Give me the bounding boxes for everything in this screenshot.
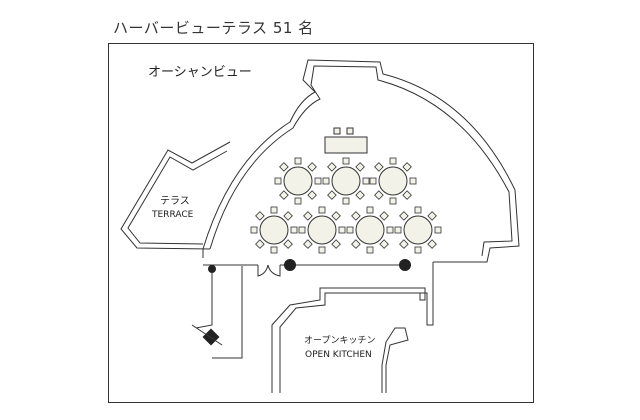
- chair: [327, 190, 337, 200]
- chair: [402, 162, 412, 172]
- chair: [342, 157, 350, 165]
- table-top: [307, 215, 337, 245]
- kitchen-inner-wall: [381, 327, 409, 393]
- chair: [338, 226, 346, 234]
- chair: [346, 226, 354, 234]
- chair: [294, 157, 302, 165]
- chair: [414, 246, 422, 254]
- plan-frame: [108, 43, 534, 403]
- chair: [342, 197, 350, 205]
- chair: [283, 239, 293, 249]
- chair: [270, 206, 278, 214]
- column: [202, 328, 220, 346]
- table-top: [403, 215, 433, 245]
- page-title: ハーバービューテラス 51 名: [113, 19, 314, 37]
- chair: [351, 239, 361, 249]
- chair: [298, 226, 306, 234]
- diagonal-wall: [191, 324, 223, 346]
- chair: [427, 211, 437, 221]
- chair: [322, 177, 330, 185]
- chair: [333, 127, 341, 135]
- chair: [414, 206, 422, 214]
- chair: [314, 177, 322, 185]
- table-top: [355, 215, 385, 245]
- inner-wall: [209, 65, 513, 257]
- chair: [279, 162, 289, 172]
- chair: [362, 177, 370, 185]
- chair: [331, 211, 341, 221]
- round-table: [322, 157, 370, 205]
- chair: [374, 162, 384, 172]
- chair: [409, 177, 417, 185]
- terrace-en-label: TERRACE: [151, 210, 194, 220]
- kitchen-outer-wall: [271, 287, 426, 393]
- chair: [270, 246, 278, 254]
- chair: [394, 226, 402, 234]
- round-table: [346, 206, 394, 254]
- chair: [379, 211, 389, 221]
- chair: [318, 206, 326, 214]
- chair: [327, 162, 337, 172]
- chair: [369, 177, 377, 185]
- chair: [255, 239, 265, 249]
- head-table-group: [324, 127, 368, 154]
- columns: [202, 259, 411, 346]
- column: [399, 259, 411, 271]
- table-top: [378, 166, 408, 196]
- round-table: [250, 206, 298, 254]
- column: [284, 259, 296, 271]
- table-top: [283, 166, 313, 196]
- chair: [389, 197, 397, 205]
- round-table: [274, 157, 322, 205]
- terrace-jp-label: テラス: [160, 195, 190, 207]
- chair: [303, 239, 313, 249]
- head-table: [324, 136, 368, 154]
- chair: [399, 211, 409, 221]
- chair: [331, 239, 341, 249]
- chair: [255, 211, 265, 221]
- chair: [379, 239, 389, 249]
- chair: [318, 246, 326, 254]
- round-table: [298, 206, 346, 254]
- chair: [402, 190, 412, 200]
- kitchen-en-label: OPEN KITCHEN: [305, 350, 372, 360]
- chair: [366, 206, 374, 214]
- column: [208, 265, 216, 273]
- chair: [307, 190, 317, 200]
- table-top: [331, 166, 361, 196]
- chair: [434, 226, 442, 234]
- chair: [355, 162, 365, 172]
- chair: [427, 239, 437, 249]
- chair: [283, 211, 293, 221]
- chair: [366, 246, 374, 254]
- terrace-inner-wall: [127, 150, 228, 245]
- chair: [274, 177, 282, 185]
- chair: [250, 226, 258, 234]
- kitchen-jp-label: オープンキッチン: [304, 335, 375, 346]
- chair: [351, 211, 361, 221]
- chair: [386, 226, 394, 234]
- round-table: [394, 206, 442, 254]
- chair: [303, 211, 313, 221]
- terrace-outer-wall: [120, 141, 231, 250]
- chair: [355, 190, 365, 200]
- chair: [290, 226, 298, 234]
- left-wing-wall: [195, 266, 243, 359]
- chair: [279, 190, 289, 200]
- chair: [399, 239, 409, 249]
- chair: [294, 197, 302, 205]
- kitchen-walls: [271, 287, 426, 393]
- ocean-view-label: オーシャンビュー: [148, 65, 252, 80]
- chair: [374, 190, 384, 200]
- chair: [389, 157, 397, 165]
- round-tables: [250, 157, 442, 254]
- room-walls: [120, 59, 520, 359]
- round-table: [369, 157, 417, 205]
- chair: [307, 162, 317, 172]
- chair: [346, 127, 354, 135]
- table-top: [259, 215, 289, 245]
- door-left: [257, 264, 281, 277]
